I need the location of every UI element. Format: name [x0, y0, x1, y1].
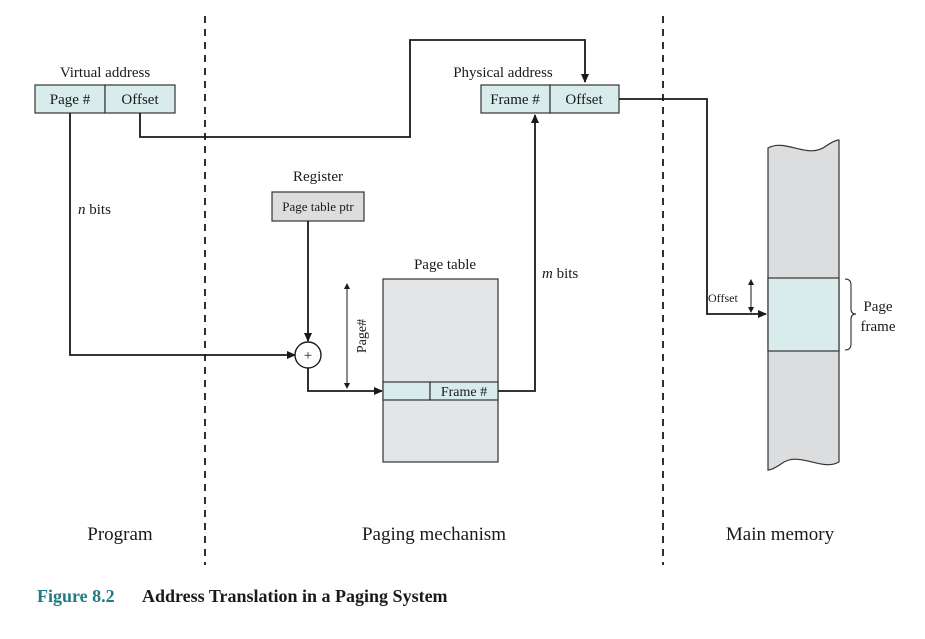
- n-bits-label: n bits: [78, 202, 111, 218]
- physical-offset-field: [549, 84, 620, 114]
- virtual-offset-label: Offset: [121, 92, 159, 108]
- register-box: [271, 191, 365, 222]
- page-index-label: Page#: [355, 319, 370, 353]
- page-table-frame-label: Frame #: [441, 385, 487, 400]
- physical-offset-label: Offset: [565, 92, 603, 108]
- physical-address-title: Physical address: [453, 65, 553, 81]
- memory-section-label: Main memory: [726, 524, 835, 545]
- frame-offset-label: Offset: [708, 291, 738, 305]
- physical-to-memory-path: [619, 98, 767, 318]
- adder-symbol: +: [304, 348, 312, 364]
- page-table-entry-left: [382, 381, 431, 401]
- register-value: Page table ptr: [282, 199, 354, 214]
- offset-path: [139, 39, 589, 138]
- page-frame-brace: [844, 278, 857, 351]
- paging-section-label: Paging mechanism: [362, 524, 506, 545]
- page-frame-label-line2: frame: [861, 319, 896, 335]
- m-bits-label: m bits: [542, 266, 578, 282]
- frame-number-path: [498, 114, 539, 392]
- page-table-title: Page table: [414, 257, 476, 273]
- figure-title: Address Translation in a Paging System: [142, 586, 448, 606]
- page-table-box: [382, 278, 499, 463]
- program-section-label: Program: [87, 524, 153, 545]
- virtual-page-label: Page #: [50, 92, 91, 108]
- physical-frame-label: Frame #: [490, 92, 540, 108]
- register-title: Register: [293, 169, 343, 185]
- page-frame-label-line1: Page: [863, 299, 893, 315]
- virtual-offset-field: [104, 84, 176, 114]
- virtual-address-title: Virtual address: [60, 65, 150, 81]
- figure-number: Figure 8.2: [37, 586, 115, 606]
- page-number-path: [69, 113, 296, 359]
- adder-output-path: [307, 368, 383, 395]
- physical-frame-field: [480, 84, 551, 114]
- page-frame-block: [767, 277, 840, 352]
